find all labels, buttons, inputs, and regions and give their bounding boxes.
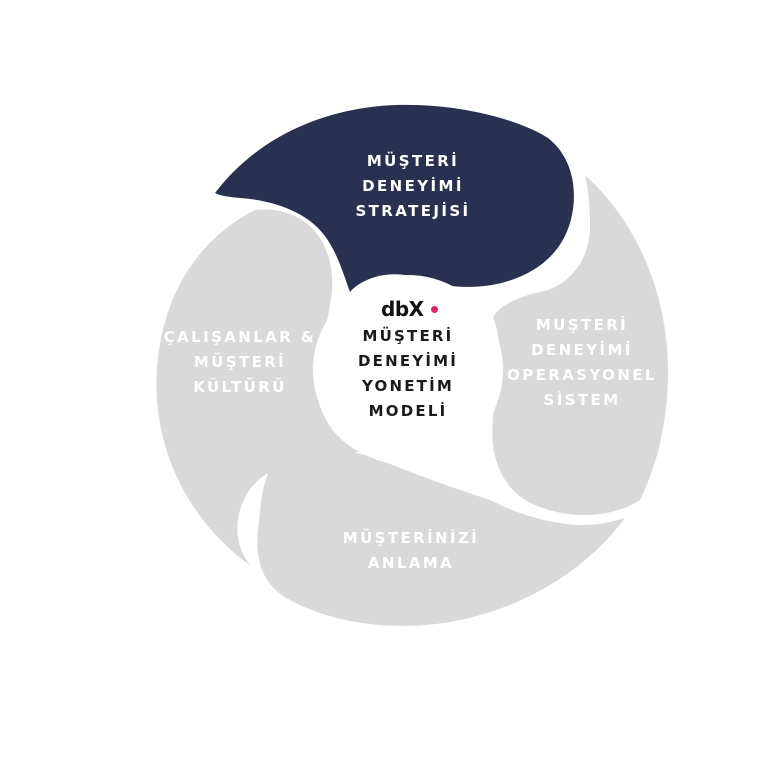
segment-left-label-line-2: MÜŞTERİ: [193, 353, 287, 371]
dbx-logo: dbX: [381, 297, 438, 321]
segment-bottom-label-line-1: MÜŞTERİNİZİ: [342, 529, 480, 547]
center-label-line-1: MÜŞTERİ: [362, 327, 454, 345]
segment-right-label-line-4: SİSTEM: [543, 391, 621, 409]
segment-bottom-label: MÜŞTERİNİZİ ANLAMA: [343, 526, 480, 576]
center-label-line-2: DENEYİMİ: [357, 352, 459, 370]
logo-text: dbX: [381, 297, 424, 321]
segment-top-label-line-2: DENEYİMİ: [362, 177, 464, 195]
segment-bottom-shape: [257, 448, 625, 626]
segment-left-label: ÇALIŞANLAR & MÜŞTERİ KÜLTÜRÜ: [164, 325, 317, 400]
segment-top-label: MÜŞTERİ DENEYİMİ STRATEJİSİ: [355, 149, 470, 224]
segment-top-label-line-3: STRATEJİSİ: [355, 202, 471, 220]
segment-left-label-line-1: ÇALIŞANLAR &: [163, 328, 317, 346]
center-circle: [313, 275, 503, 465]
segment-right-label-line-1: MUŞTERİ: [535, 316, 629, 334]
segment-right-label: MUŞTERİ DENEYİMİ OPERASYONEL SİSTEM: [507, 313, 657, 413]
center-label-line-3: YONETİM: [361, 377, 455, 395]
segment-bottom-label-line-2: ANLAMA: [367, 554, 455, 572]
segment-left-shape: [156, 209, 360, 566]
segment-right-label-line-3: OPERASYONEL: [507, 366, 657, 384]
segment-left-label-line-3: KÜLTÜRÜ: [193, 378, 287, 396]
segment-right-label-line-2: DENEYİMİ: [531, 341, 633, 359]
logo-dot: [430, 306, 438, 313]
segment-top-shape: [215, 104, 574, 292]
segment-right-shape: [492, 175, 669, 515]
center-label-line-4: MODELİ: [368, 402, 448, 420]
center-label: MÜŞTERİ DENEYİMİ YONETİM MODELİ: [358, 324, 458, 424]
segment-top-label-line-1: MÜŞTERİ: [366, 152, 460, 170]
